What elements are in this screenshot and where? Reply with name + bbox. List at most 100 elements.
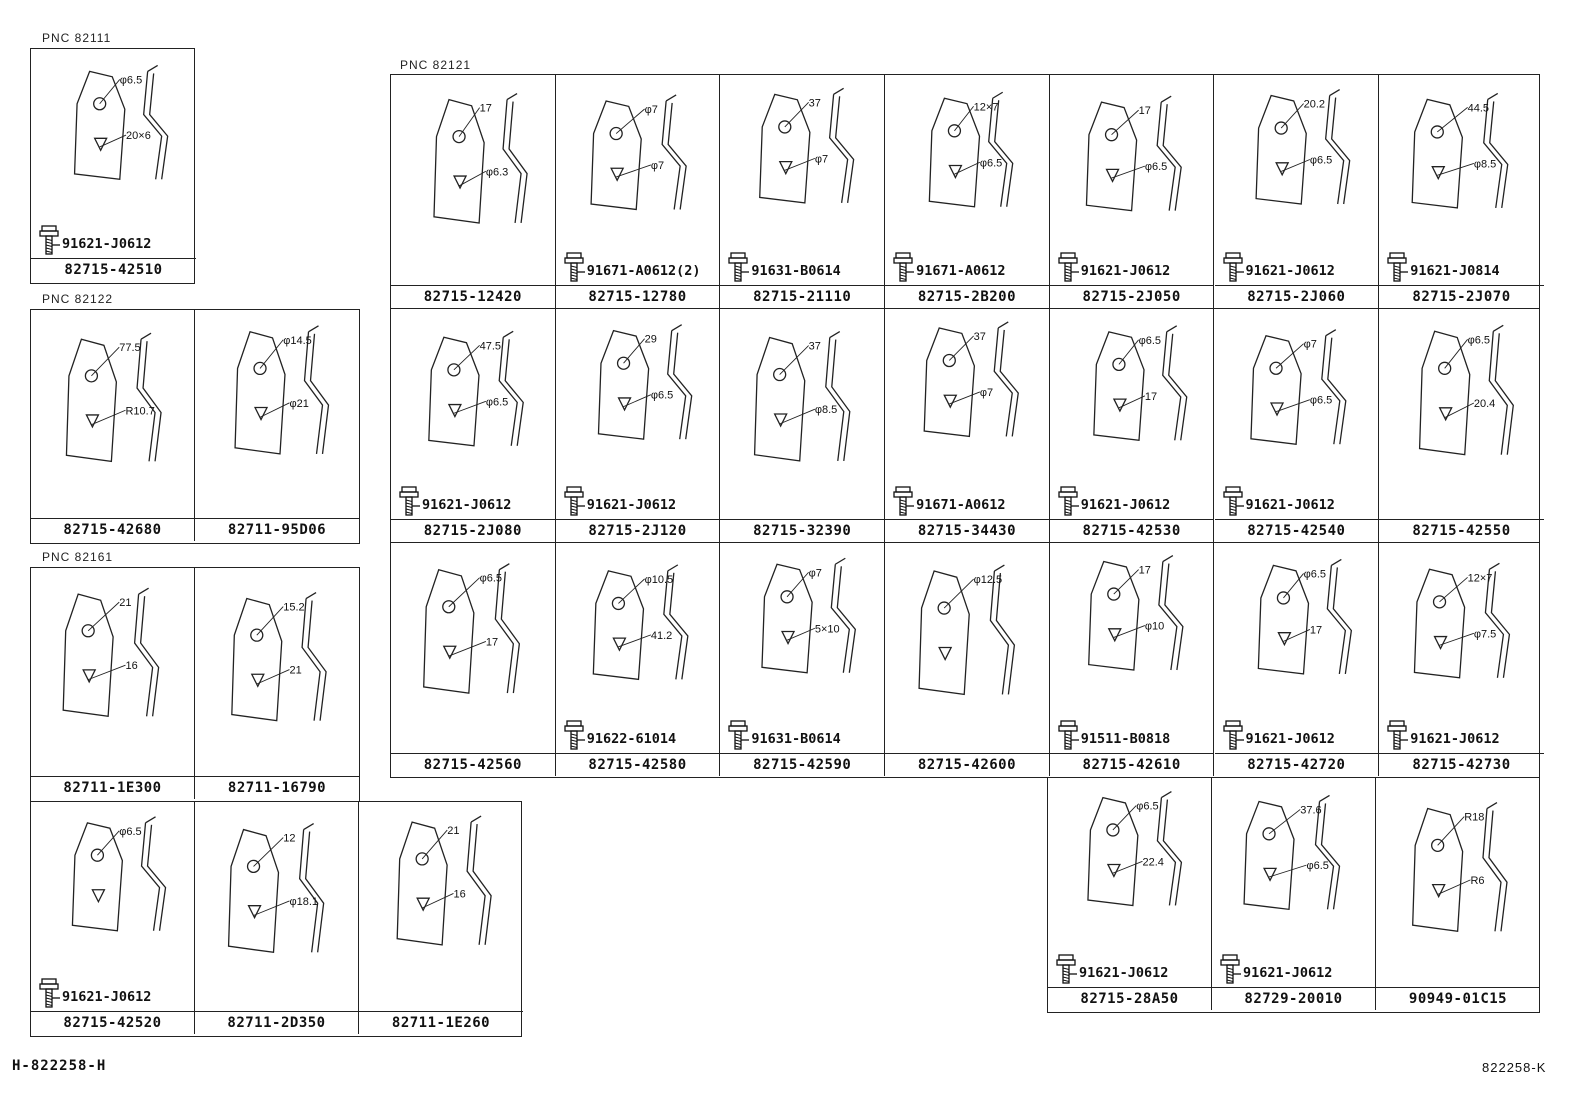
bolt-icon: [728, 252, 750, 282]
dimension-label: φ8.5: [815, 404, 837, 416]
bolt-part-number: 91621-J0612: [1222, 252, 1335, 282]
dimension-label: 37: [974, 331, 986, 343]
dimension-label: φ10.5: [644, 574, 673, 586]
bolt-icon: [1222, 486, 1244, 516]
part-number: 82715-28A50: [1048, 987, 1211, 1010]
part-drawing: φ6.517: [423, 563, 521, 694]
part-drawing: 20.2φ6.5: [1254, 88, 1350, 205]
part-cell[interactable]: 37 φ8.5 82715-32390: [720, 309, 886, 542]
part-number: 82715-34430: [885, 519, 1049, 542]
bolt-part-number: 91621-J0612: [399, 486, 511, 516]
part-number: 82715-42590: [720, 753, 885, 776]
dimension-label: 44.5: [1468, 102, 1489, 114]
bolt-icon: [564, 252, 585, 282]
part-number: 82715-21110: [720, 285, 885, 308]
dimension-label: 16: [453, 888, 465, 900]
footer-left-code: H-822258-H: [12, 1058, 107, 1074]
bolt-part-number: 91621-J0612: [1058, 486, 1170, 516]
part-drawing: 37.6φ6.5: [1243, 794, 1341, 911]
dimension-label: 21: [119, 597, 131, 609]
bolt-part-number: 91621-J0814: [1387, 252, 1500, 282]
part-number: 82715-42520: [31, 1011, 194, 1034]
dimension-label: φ6.5: [1309, 395, 1331, 407]
bolt-icon: [1056, 954, 1077, 984]
dimension-label: 37: [809, 341, 821, 353]
bolt-part-number-text: 91621-J0612: [1245, 263, 1335, 279]
dimension-label: 17: [480, 103, 492, 115]
bolt-part-number: 91621-J0612: [1220, 954, 1332, 984]
part-number: 82711-1E260: [359, 1011, 523, 1034]
part-drawing: 12×7φ7.5: [1413, 562, 1511, 679]
part-number: 82729-20010: [1212, 987, 1375, 1010]
part-cell[interactable]: 44.5 φ8.5 91621-J0814 82715-2J070: [1379, 75, 1544, 308]
dimension-label: φ7.5: [1474, 628, 1496, 640]
part-number: 82711-16790: [195, 776, 359, 799]
part-number: 82715-2J050: [1049, 285, 1214, 308]
dimension-label: φ7: [809, 567, 822, 579]
dimension-label: R18: [1464, 812, 1484, 824]
part-drawing: 21 16: [62, 587, 160, 718]
bolt-icon: [564, 486, 585, 516]
part-cell[interactable]: φ6.5 91621-J0612 82715-42520: [31, 802, 195, 1034]
part-drawing: φ6.520.4: [1419, 324, 1515, 456]
part-drawing: 44.5 φ8.5: [1411, 92, 1509, 209]
bolt-part-number: 91631-B0614: [728, 252, 841, 282]
part-number: 82715-12420: [391, 285, 555, 308]
part-number: 82715-42720: [1214, 753, 1379, 776]
dimension-label: φ6.5: [119, 826, 141, 838]
bolt-part-number: 91622-61014: [564, 720, 676, 750]
bolt-part-number-text: 91621-J0612: [586, 497, 677, 513]
dimension-label: φ14.5: [283, 335, 312, 347]
part-number: 82715-32390: [720, 519, 885, 542]
bolt-part-number: 91621-J0612: [1222, 720, 1335, 750]
bolt-part-number-text: 91671-A0612: [916, 497, 1006, 513]
part-number: 82715-2J070: [1379, 285, 1544, 308]
dimension-label: φ8.5: [1474, 158, 1496, 170]
bolt-part-number: 91621-J0612: [564, 486, 676, 516]
bolt-part-number-text: 91621-J0612: [1079, 965, 1169, 981]
bolt-part-number-text: 91511-B0818: [1080, 731, 1171, 747]
dimension-label: φ7: [815, 153, 828, 165]
bolt-part-number: 91631-B0614: [728, 720, 841, 750]
dimension-label: 16: [125, 660, 137, 672]
dimension-label: φ7: [644, 104, 657, 116]
bolt-icon: [1222, 252, 1244, 282]
bolt-icon: [728, 720, 750, 750]
bolt-part-number-text: 91621-J0612: [62, 989, 152, 1005]
dimension-label: 15.2: [283, 602, 304, 614]
